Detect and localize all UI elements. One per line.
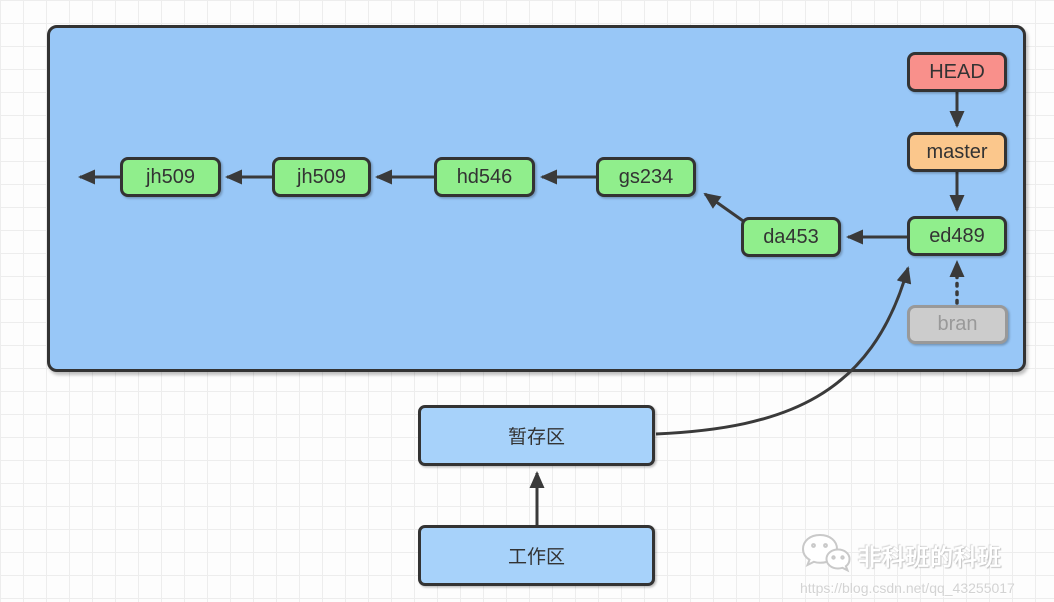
staging-area-label: 暂存区 xyxy=(507,427,565,448)
commit-node-2: jh509 xyxy=(272,157,371,197)
commit-node-5: da453 xyxy=(741,217,841,257)
commit-label: jh509 xyxy=(146,165,195,188)
commit-label: hd546 xyxy=(456,165,513,188)
working-area-box: 工作区 xyxy=(418,525,655,586)
commit-label: gs234 xyxy=(618,165,674,188)
commit-label: ed489 xyxy=(929,224,985,247)
commit-node-4: gs234 xyxy=(596,157,696,197)
watermark: 非科班的科班 https://blog.csdn.net/qq_43255017 xyxy=(800,532,1046,596)
commit-node-6: ed489 xyxy=(907,216,1007,256)
head-label: HEAD xyxy=(929,60,985,83)
commit-label: da453 xyxy=(763,225,819,248)
working-area-label: 工作区 xyxy=(507,547,565,568)
commit-node-3: hd546 xyxy=(434,157,535,197)
head-pointer: HEAD xyxy=(907,52,1007,92)
master-pointer: master xyxy=(907,132,1007,172)
commit-node-1: jh509 xyxy=(120,157,221,197)
wechat-icon xyxy=(801,533,851,573)
watermark-name: 非科班的科班 xyxy=(858,544,1002,570)
staging-area-box: 暂存区 xyxy=(418,405,655,466)
commit-label: jh509 xyxy=(297,165,346,188)
branch-label: bran xyxy=(937,313,978,335)
watermark-url: https://blog.csdn.net/qq_43255017 xyxy=(800,580,1015,596)
repository-panel xyxy=(47,25,1026,372)
master-label: master xyxy=(926,140,988,163)
branch-pointer-bran: bran xyxy=(907,305,1008,344)
